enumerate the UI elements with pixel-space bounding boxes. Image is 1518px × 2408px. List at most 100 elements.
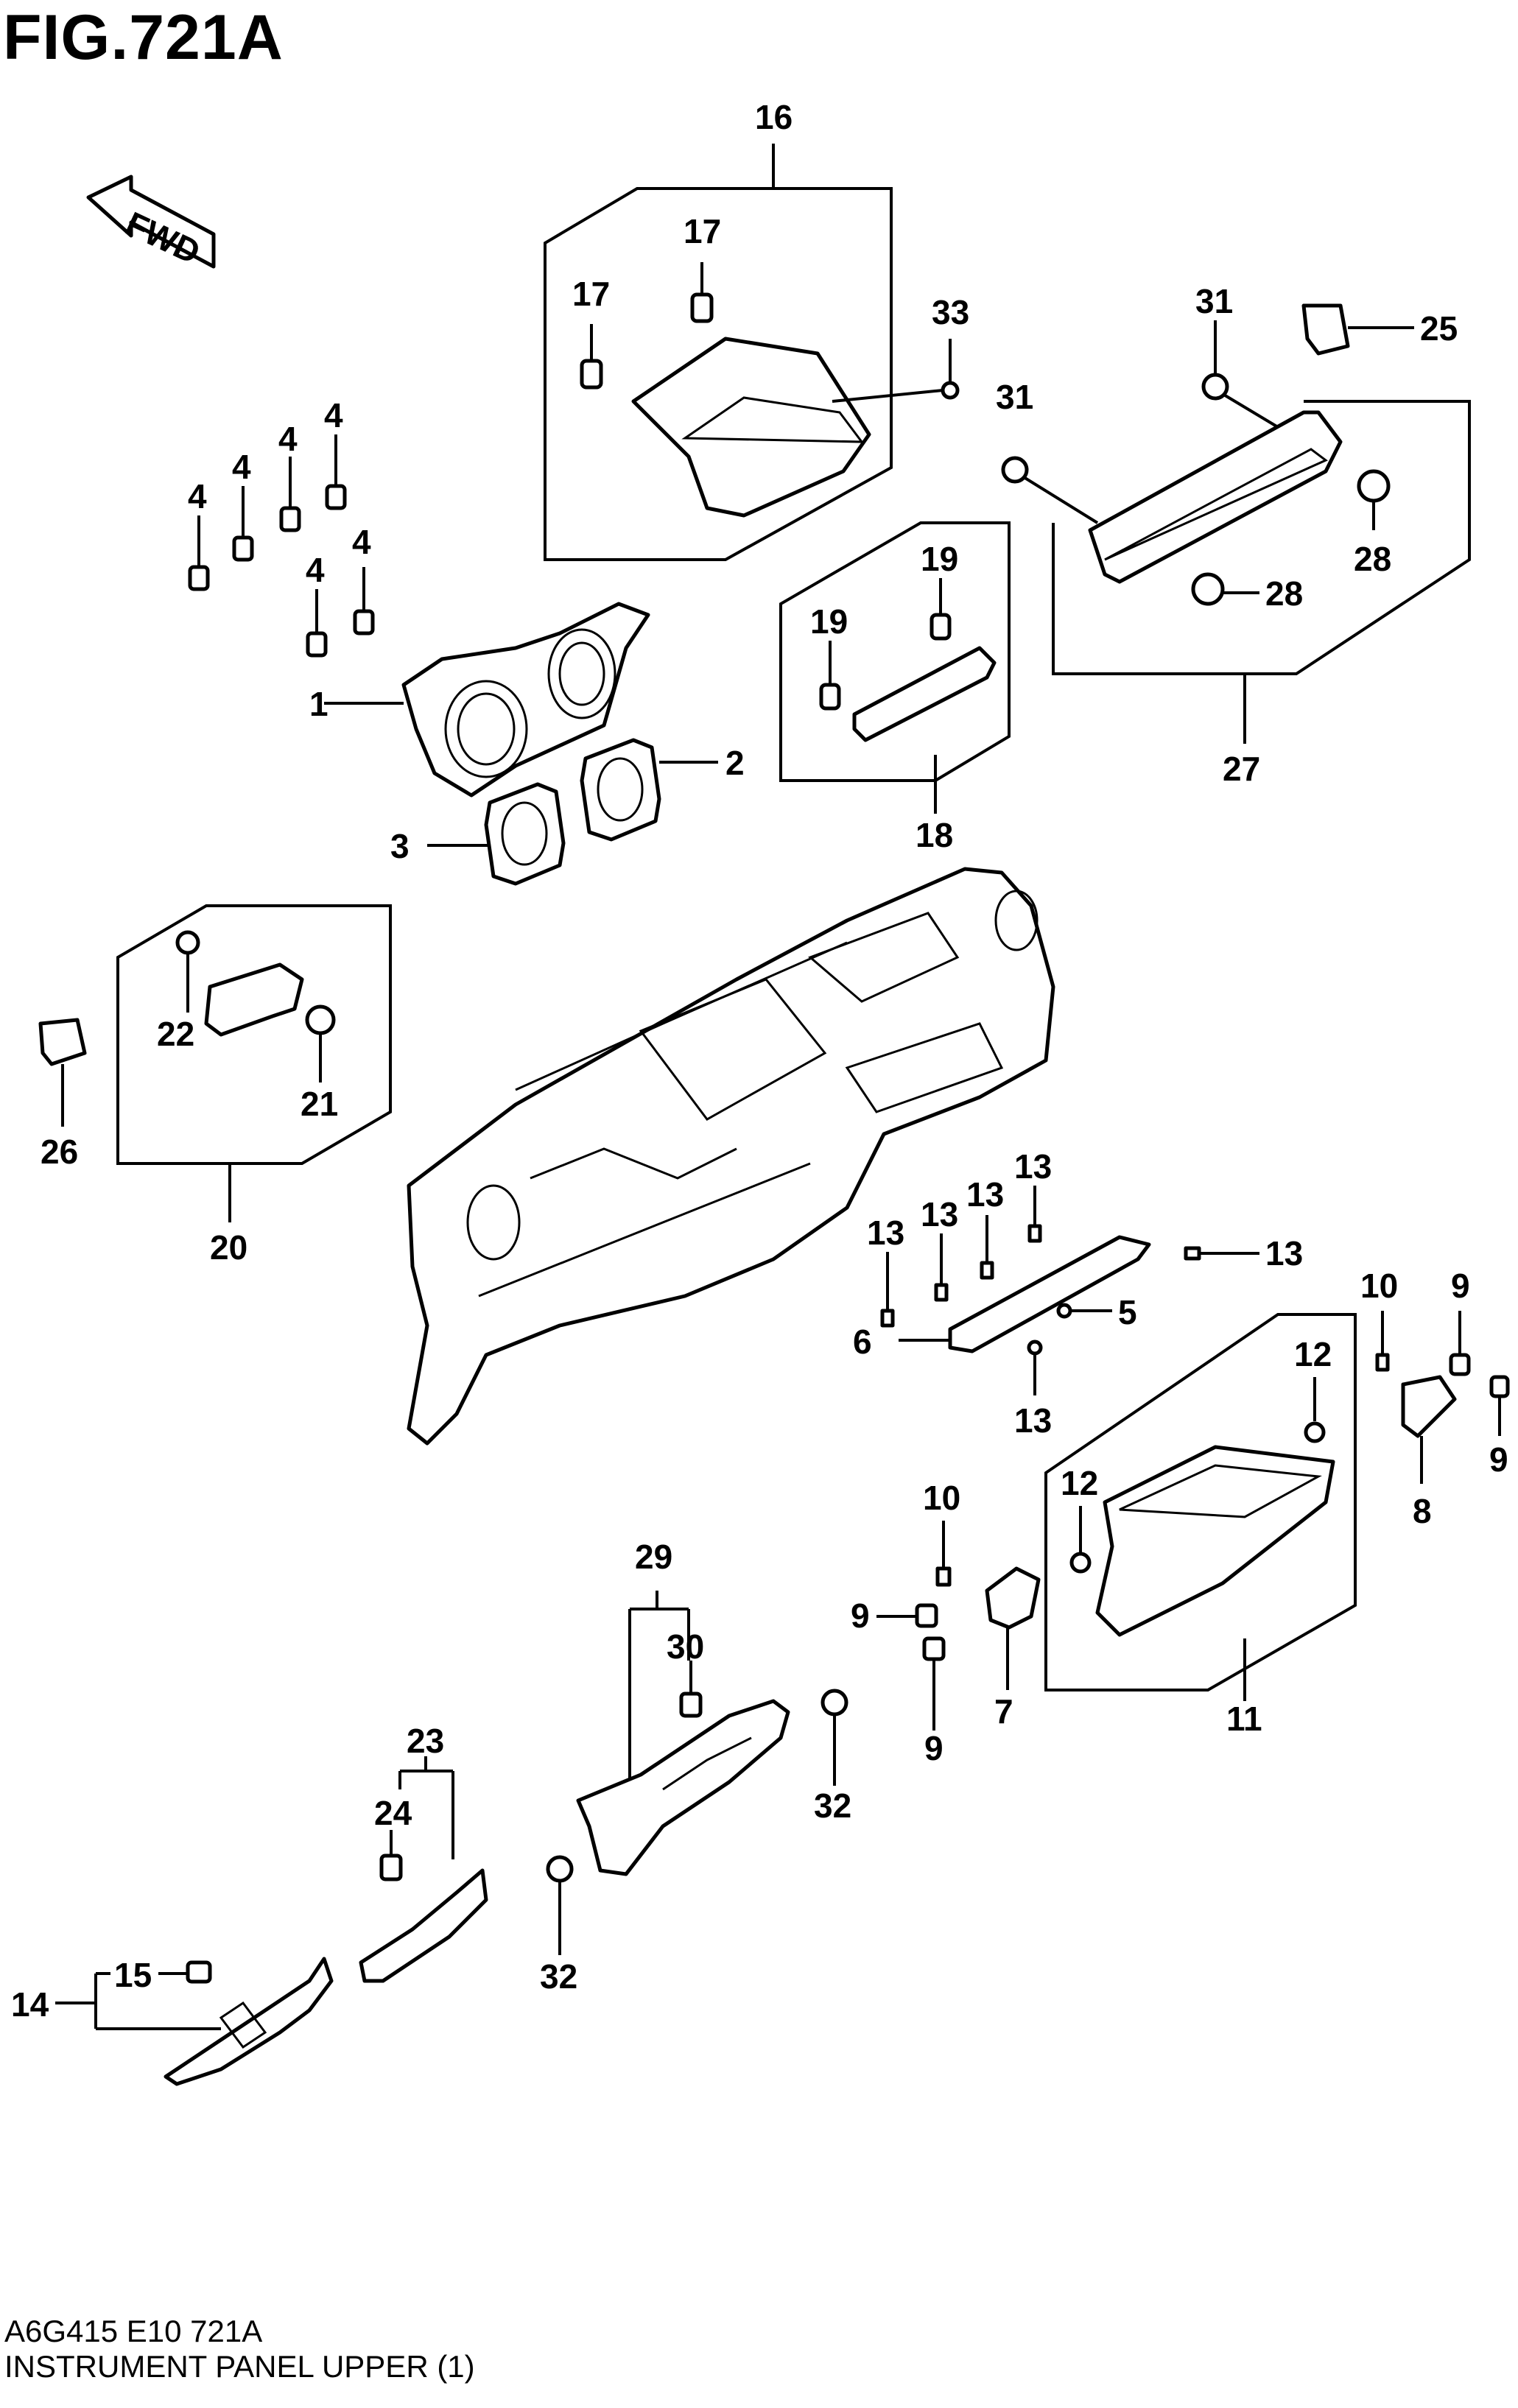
rod-part-18 xyxy=(852,646,997,742)
callout-13: 13 xyxy=(1265,1234,1303,1272)
callout-6: 6 xyxy=(853,1323,872,1361)
callout-9: 9 xyxy=(851,1596,870,1635)
clip-24 xyxy=(379,1830,403,1881)
callout-13: 13 xyxy=(867,1214,904,1252)
callout-13: 13 xyxy=(1014,1147,1052,1186)
callout-19: 19 xyxy=(810,602,848,641)
group-27-box xyxy=(1052,400,1471,744)
callout-17: 17 xyxy=(572,275,610,313)
callout-3: 3 xyxy=(390,827,410,865)
nut-32a xyxy=(821,1689,848,1786)
clip-28a xyxy=(1357,469,1391,530)
clip-25 xyxy=(1301,303,1414,356)
callout-11: 11 xyxy=(1226,1700,1262,1738)
clip-30 xyxy=(679,1661,703,1718)
callout-13: 13 xyxy=(921,1195,958,1233)
bezel-3-part xyxy=(427,782,566,886)
callout-28: 28 xyxy=(1265,574,1303,613)
nut-31b xyxy=(1001,456,1099,524)
callout-4: 4 xyxy=(352,523,371,561)
callout-19: 19 xyxy=(921,540,958,578)
callout-24: 24 xyxy=(374,1794,412,1832)
callout-8: 8 xyxy=(1413,1492,1432,1530)
nut-31a xyxy=(1201,320,1279,429)
callout-20: 20 xyxy=(210,1228,247,1267)
reinforcement-part xyxy=(576,1699,790,1876)
center-bezel-part xyxy=(631,337,871,518)
clip-12a xyxy=(1304,1377,1326,1443)
callout-23: 23 xyxy=(407,1722,444,1760)
callout-10: 10 xyxy=(1360,1267,1398,1305)
callout-7: 7 xyxy=(994,1692,1013,1731)
switch-cover-part xyxy=(204,962,304,1037)
nut-32b xyxy=(546,1855,574,1955)
cap-22 xyxy=(175,930,200,1013)
callout-13: 13 xyxy=(1014,1401,1052,1440)
clip-15 xyxy=(158,1960,212,1984)
callout-31: 31 xyxy=(996,378,1033,416)
bracket-8-part xyxy=(1401,1375,1457,1484)
group-11-box xyxy=(1044,1313,1357,1701)
diagram-code: A6G415 E10 721A xyxy=(4,2314,263,2348)
callout-12: 12 xyxy=(1294,1335,1332,1373)
forward-direction-arrow: FWD xyxy=(86,175,216,272)
group-20-box xyxy=(116,904,392,1222)
meter-hood-part xyxy=(324,602,650,798)
group-16-box xyxy=(544,144,893,561)
figure-title: FIG.721A xyxy=(3,2,284,73)
callout-29: 29 xyxy=(635,1538,672,1576)
callout-4: 4 xyxy=(232,448,251,486)
bracket-7-part xyxy=(985,1566,1041,1690)
callout-28: 28 xyxy=(1354,540,1391,578)
screws-13-group xyxy=(880,1186,1259,1395)
callout-4: 4 xyxy=(324,396,343,434)
garnish-23-part xyxy=(359,1868,488,1983)
callout-14: 14 xyxy=(11,1985,49,2024)
callout-27: 27 xyxy=(1223,750,1260,788)
callout-16: 16 xyxy=(755,98,793,136)
group-18-box xyxy=(779,521,1011,814)
clip-9b xyxy=(1489,1375,1510,1436)
clip-9c xyxy=(876,1603,938,1628)
callout-15: 15 xyxy=(114,1956,152,1994)
clip-28b xyxy=(1191,572,1259,606)
callout-9: 9 xyxy=(1451,1267,1470,1305)
callout-4: 4 xyxy=(306,551,325,589)
clip-19b xyxy=(930,578,952,641)
callout-9: 9 xyxy=(924,1729,944,1767)
callout-21: 21 xyxy=(301,1085,338,1123)
clip-9d xyxy=(922,1636,946,1731)
callout-9: 9 xyxy=(1489,1440,1508,1479)
cap-26 xyxy=(38,1018,87,1127)
callout-12: 12 xyxy=(1061,1464,1098,1502)
screw-33 xyxy=(832,339,960,403)
diagram-name: INSTRUMENT PANEL UPPER (1) xyxy=(4,2349,475,2384)
clip-17b xyxy=(580,324,603,390)
instrument-panel-main xyxy=(407,867,1055,1446)
clip-12b xyxy=(1069,1506,1092,1574)
group-29-bracket xyxy=(628,1591,690,1782)
callout-31: 31 xyxy=(1195,282,1233,320)
callout-2: 2 xyxy=(725,744,745,782)
callout-18: 18 xyxy=(916,816,953,854)
callout-5: 5 xyxy=(1118,1293,1137,1331)
callout-4: 4 xyxy=(188,477,207,515)
callout-32: 32 xyxy=(540,1957,577,1996)
screw-10b xyxy=(935,1521,952,1587)
clip-19a xyxy=(819,641,841,711)
callout-17: 17 xyxy=(684,212,721,250)
callout-22: 22 xyxy=(157,1015,194,1053)
bezel-2-part xyxy=(580,738,718,842)
group-23-bracket xyxy=(398,1756,454,1859)
clip-21 xyxy=(305,1004,336,1082)
clip-17a xyxy=(690,262,714,323)
callout-10: 10 xyxy=(923,1479,960,1517)
lower-cover-14-part xyxy=(164,1957,334,2086)
clip-9a xyxy=(1449,1311,1471,1376)
callout-32: 32 xyxy=(814,1786,851,1825)
bracket-6-part xyxy=(899,1235,1151,1353)
callout-30: 30 xyxy=(667,1627,704,1666)
callout-26: 26 xyxy=(41,1133,78,1171)
callout-13: 13 xyxy=(966,1175,1004,1214)
